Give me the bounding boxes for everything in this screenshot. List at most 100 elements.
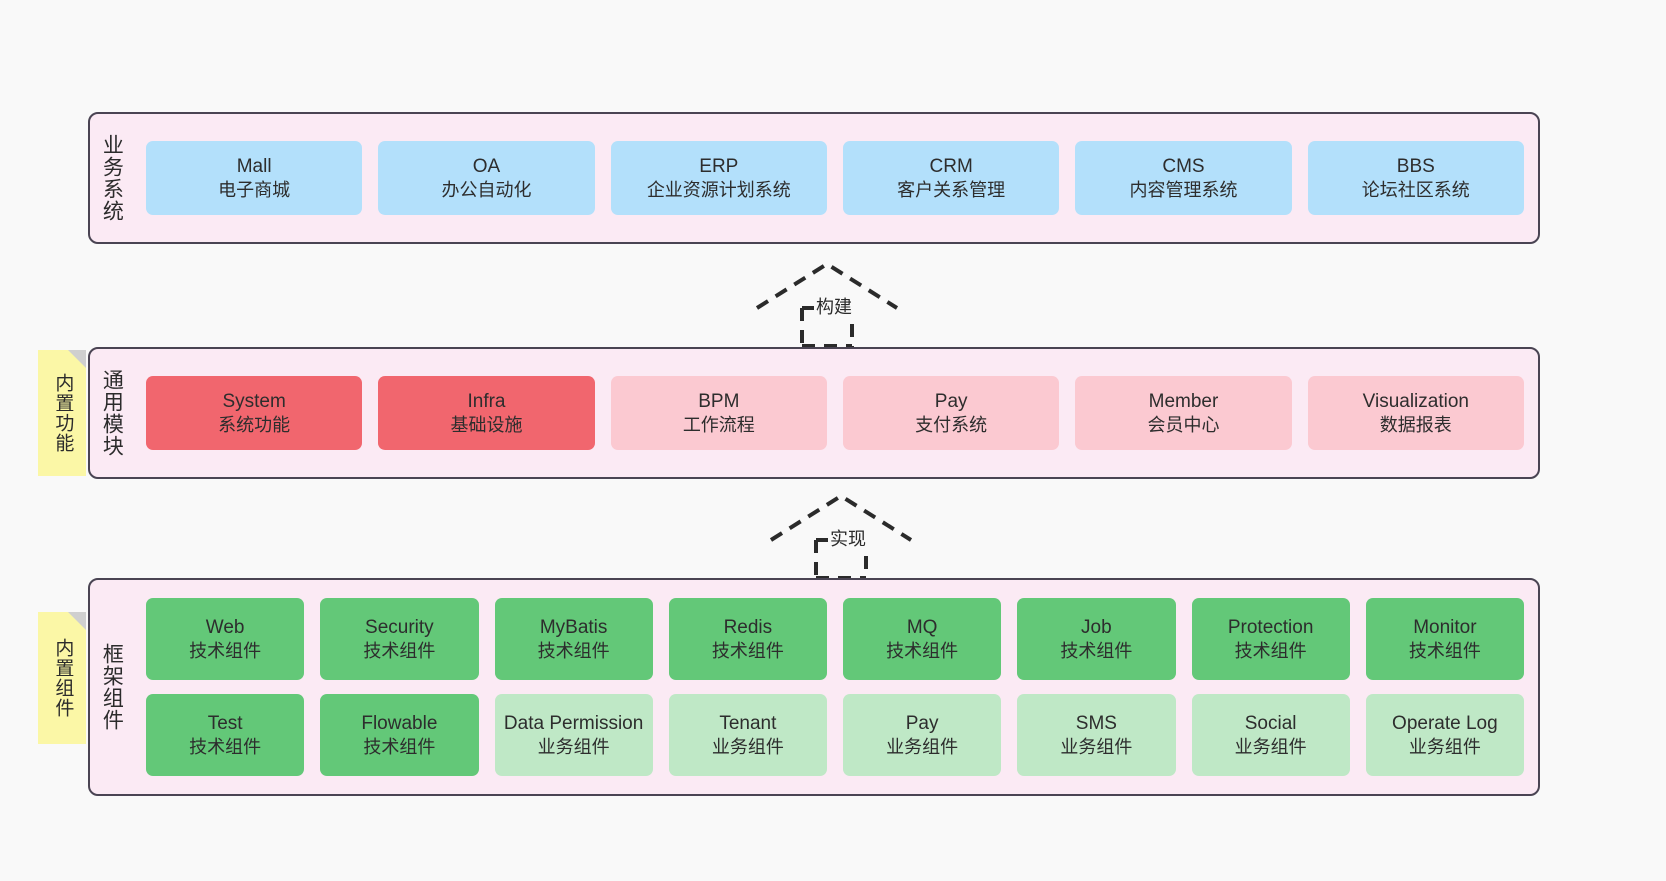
card-subtitle: 技术组件	[1060, 640, 1133, 661]
card-subtitle: 技术组件	[189, 736, 262, 757]
card-title: Test	[207, 712, 243, 734]
card-title: Web	[205, 616, 245, 638]
card-title: Tenant	[719, 712, 777, 734]
arrow-implement-label: 实现	[828, 525, 868, 551]
card-subtitle: 业务组件	[886, 736, 959, 757]
card-subtitle: 办公自动化	[441, 179, 532, 200]
card-title: Pay	[934, 390, 968, 412]
card-subtitle: 数据报表	[1379, 414, 1452, 435]
sticky-note-builtin-features-label: 内置功能	[52, 373, 74, 453]
card-subtitle: 技术组件	[537, 640, 610, 661]
card-subtitle: 论坛社区系统	[1361, 179, 1470, 200]
card-subtitle: 技术组件	[1234, 640, 1307, 661]
layer-business-label: 业务系统	[100, 134, 124, 222]
card-title: Protection	[1227, 616, 1314, 638]
arrow-build: 构建	[752, 258, 902, 350]
card-subtitle: 技术组件	[886, 640, 959, 661]
card-title: Data Permission	[503, 712, 644, 734]
card-subtitle: 业务组件	[1060, 736, 1133, 757]
layer-framework-label: 框架组件	[100, 643, 124, 731]
card-subtitle: 工作流程	[682, 414, 755, 435]
card-title: Social	[1244, 712, 1297, 734]
card-title: Job	[1081, 616, 1112, 638]
sticky-note-builtin-components: 内置组件	[38, 612, 86, 744]
card-subtitle: 业务组件	[1234, 736, 1307, 757]
arrow-implement: 实现	[766, 490, 916, 582]
card-title: CRM	[929, 155, 973, 177]
card-subtitle: 企业资源计划系统	[646, 179, 791, 200]
card-title: MyBatis	[539, 616, 608, 638]
card-title: Flowable	[361, 712, 438, 734]
sticky-note-builtin-components-label: 内置组件	[52, 638, 74, 718]
card-title: ERP	[699, 155, 739, 177]
card-subtitle: 业务组件	[1408, 736, 1481, 757]
card-subtitle: 支付系统	[915, 414, 988, 435]
card-title: BPM	[698, 390, 740, 412]
card-title: Security	[365, 616, 434, 638]
card-subtitle: 技术组件	[363, 640, 436, 661]
card-subtitle: 业务组件	[711, 736, 784, 757]
card-title: SMS	[1075, 712, 1117, 734]
card-subtitle: 会员中心	[1147, 414, 1220, 435]
card-title: Mall	[236, 155, 272, 177]
card-title: Redis	[723, 616, 773, 638]
card-subtitle: 技术组件	[363, 736, 436, 757]
card-subtitle: 技术组件	[189, 640, 262, 661]
layer-common-label: 通用模块	[100, 369, 124, 457]
card-title: Member	[1148, 390, 1219, 412]
card-title: CMS	[1162, 155, 1205, 177]
card-title: System	[222, 390, 286, 412]
card-subtitle: 系统功能	[218, 414, 291, 435]
card-title: BBS	[1396, 155, 1435, 177]
card-subtitle: 电子商城	[218, 179, 291, 200]
card-subtitle: 基础设施	[450, 414, 523, 435]
card-subtitle: 内容管理系统	[1129, 179, 1238, 200]
card-subtitle: 技术组件	[711, 640, 784, 661]
card-subtitle: 技术组件	[1408, 640, 1481, 661]
card-subtitle: 业务组件	[537, 736, 610, 757]
card-title: Operate Log	[1392, 712, 1498, 734]
card-title: Visualization	[1362, 390, 1469, 412]
card-title: Monitor	[1413, 616, 1477, 638]
card-title: Infra	[467, 390, 506, 412]
